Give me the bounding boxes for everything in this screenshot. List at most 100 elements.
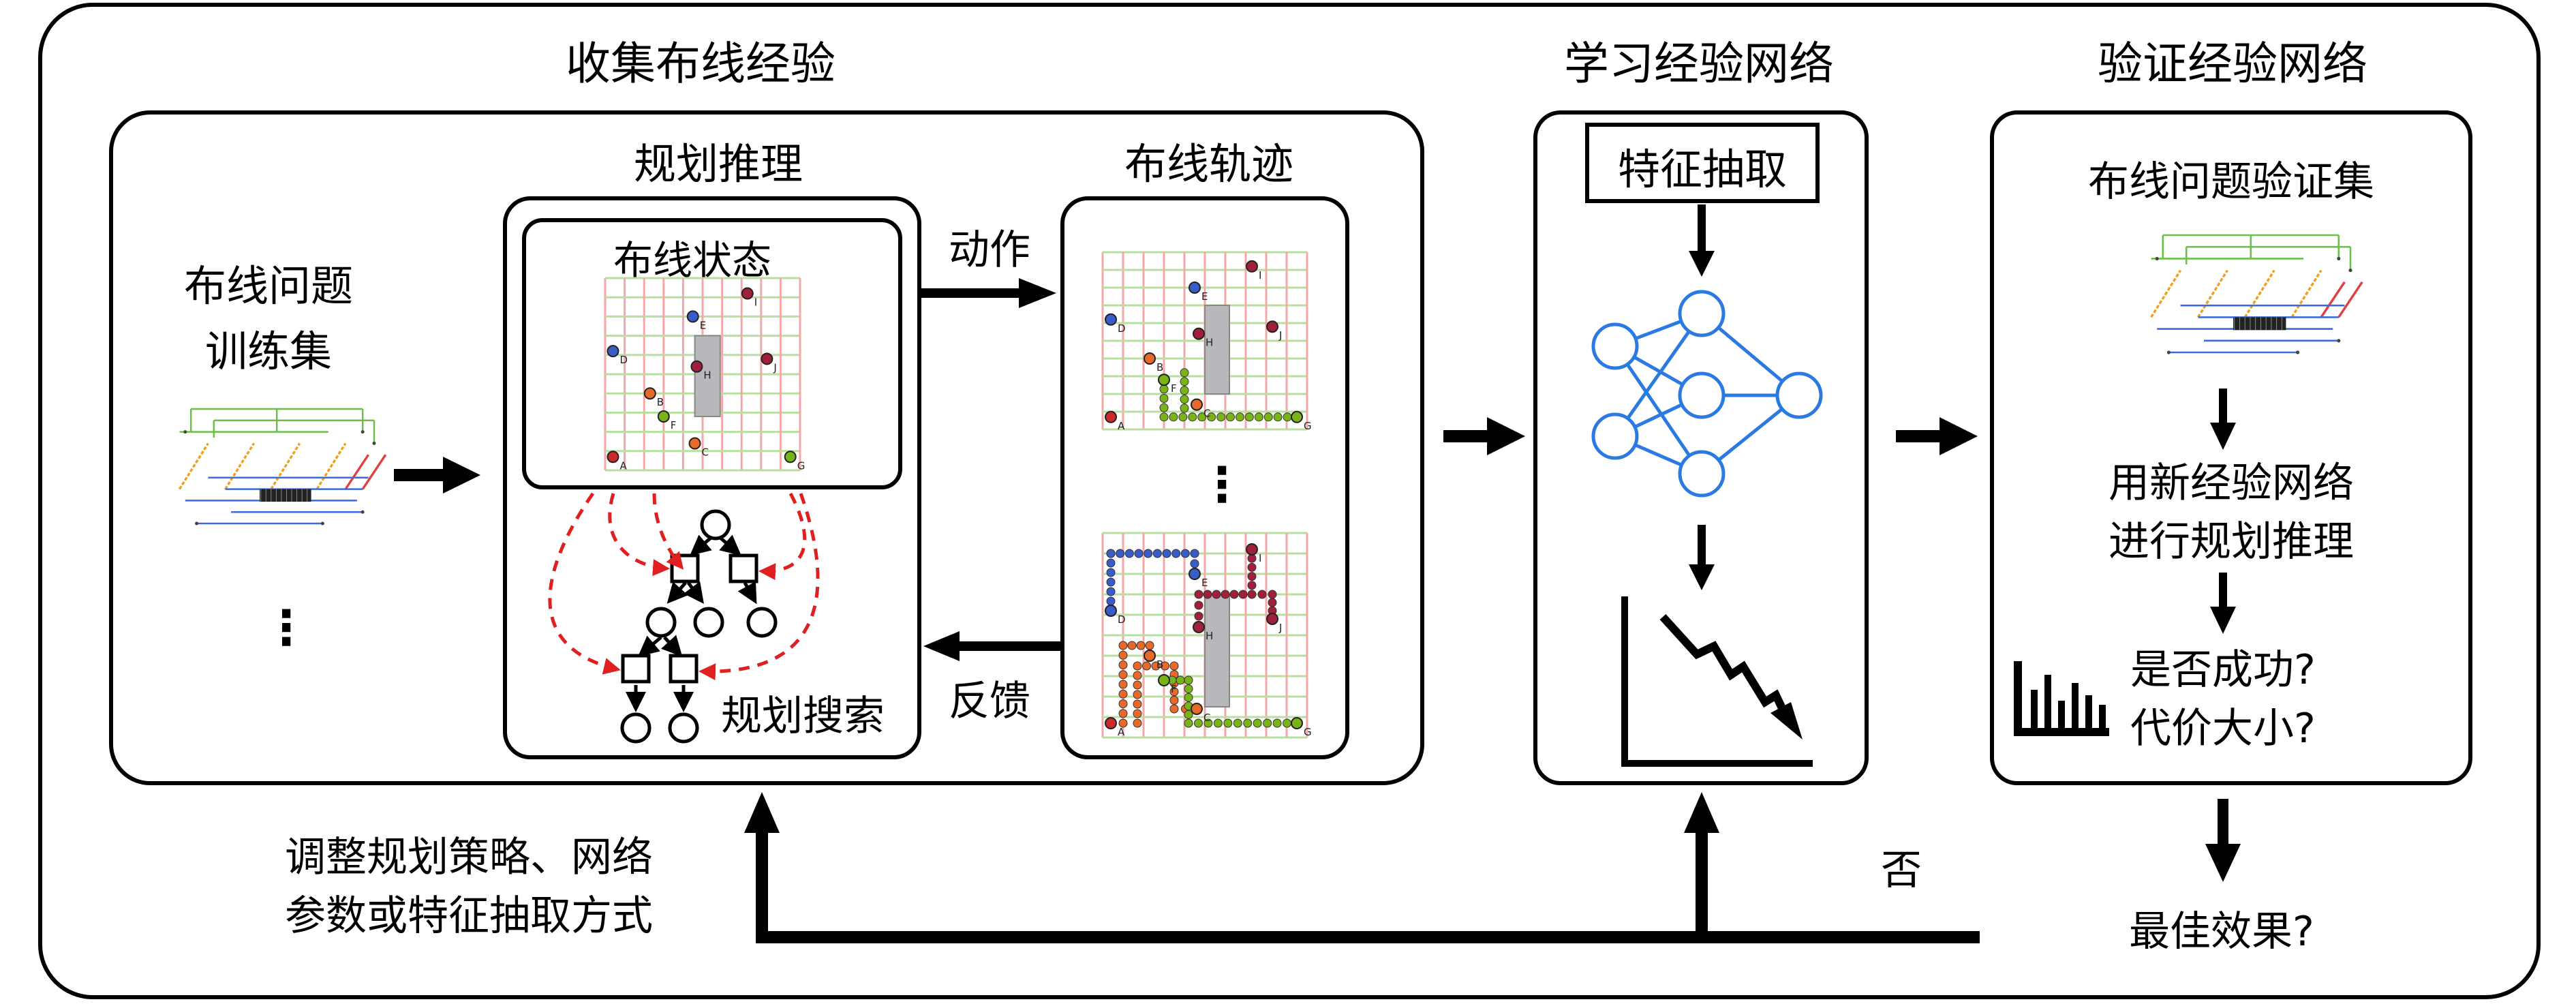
pin-a [1105, 717, 1117, 729]
route-bead [1161, 661, 1169, 671]
route-bead [1180, 368, 1189, 378]
pin-j [1266, 320, 1278, 333]
pin-i [1246, 543, 1258, 556]
pin-g [1291, 410, 1303, 423]
route-bead [1118, 650, 1128, 660]
tree-action-node [621, 654, 651, 684]
route-bead [1162, 549, 1171, 558]
questions-label: 是否成功? 代价大小? [2130, 641, 2316, 758]
trace-orange [316, 442, 347, 490]
route-bead [1118, 689, 1128, 699]
validate-title: 验证经验网络 [2098, 37, 2367, 90]
pin-b [1144, 352, 1156, 365]
route-bead [1144, 549, 1153, 558]
neural-network-icon [1591, 290, 1823, 498]
pin-label: F [671, 419, 677, 431]
route-bead [1124, 549, 1134, 558]
route-bead [1194, 590, 1203, 599]
feedback-label: 反馈 [949, 678, 1030, 725]
pin-label: H [1206, 337, 1213, 349]
via [2337, 256, 2341, 260]
route-bead [1133, 709, 1142, 718]
route-bead [1133, 690, 1142, 699]
route-bead [1221, 590, 1230, 599]
route-bead [1127, 641, 1137, 650]
trace-red [2320, 281, 2346, 318]
pin-label: J [1278, 622, 1282, 634]
trace-red [344, 454, 369, 490]
tree-state-node [645, 607, 677, 638]
route-bead [1118, 718, 1128, 728]
planning-title: 规划推理 [634, 139, 803, 189]
pin-j [1266, 613, 1278, 625]
collect-panel [109, 110, 1424, 785]
loss-axes [1621, 596, 1813, 767]
question-success: 是否成功? [2130, 646, 2316, 694]
route-bead [1133, 671, 1142, 680]
pin-label: A [619, 459, 627, 472]
route-bead [1180, 395, 1189, 404]
pin-f [1158, 374, 1170, 386]
feature-extract-label: 特征抽取 [1617, 144, 1787, 194]
pin-label: H [1206, 630, 1213, 642]
arrowhead-loop-learn [1684, 792, 1719, 833]
pin-label: E [1201, 290, 1208, 303]
pin-d [1105, 313, 1117, 326]
route-bead [1233, 718, 1242, 728]
route-bead [1203, 718, 1213, 728]
route-bead [1257, 590, 1267, 599]
trajectory-title: 布线轨迹 [1124, 139, 1294, 189]
train-set-line-1: 布线问题 [184, 261, 354, 311]
tree-state-node [620, 712, 651, 744]
route-bead [1106, 549, 1116, 558]
route-bead [1169, 661, 1179, 671]
arrowhead-train-to-plan [443, 457, 480, 493]
route-bead [1253, 718, 1262, 728]
arrowhead-learn-to-validate [1939, 417, 1978, 455]
pin-label: F [1171, 382, 1177, 395]
train-set-ellipsis: ⋮ [262, 600, 310, 656]
route-bead [1159, 384, 1169, 394]
pin-a [1105, 410, 1117, 423]
validate-panel [1990, 110, 2472, 785]
pin-label: G [1304, 726, 1312, 738]
pin-d [1105, 605, 1117, 617]
route-bead [1106, 558, 1116, 568]
arrowhead-valset-to-use [2210, 423, 2236, 450]
pin-label: E [700, 319, 706, 331]
arrowhead-net-to-loss [1689, 564, 1715, 590]
route-bead [1133, 699, 1142, 709]
tree-state-node [700, 509, 731, 541]
route-bead [1178, 412, 1188, 422]
route-bead [1244, 412, 1254, 422]
tree-action-node [670, 553, 700, 583]
tree-action-node [669, 654, 699, 684]
loss-curve-icon [1621, 596, 1813, 767]
route-bead [1118, 709, 1128, 718]
route-bead [1184, 684, 1193, 694]
loss-arrowhead [1770, 702, 1803, 740]
pin-label: D [1118, 322, 1126, 335]
pin-label: G [797, 459, 806, 472]
flow-arrows [394, 204, 2241, 943]
route-bead [1133, 661, 1142, 671]
route-bead [1180, 377, 1189, 386]
pin-label: A [1118, 726, 1125, 738]
nn-node [1591, 322, 1639, 370]
route-bead [1118, 670, 1128, 680]
train-set-line-2: 训练集 [205, 326, 333, 376]
via [2166, 350, 2171, 354]
route-bead [1184, 718, 1193, 728]
arrowhead-loop-collect [744, 792, 780, 833]
route-bead [1223, 718, 1233, 728]
route-bead [1169, 695, 1179, 705]
pcb-layout-validate [2150, 234, 2363, 354]
valset-label: 布线问题验证集 [2088, 158, 2374, 206]
route-bead [1268, 598, 1277, 607]
route-bead [1226, 412, 1235, 422]
routing-state-title: 布线状态 [613, 237, 772, 284]
planning-panel [503, 196, 921, 759]
